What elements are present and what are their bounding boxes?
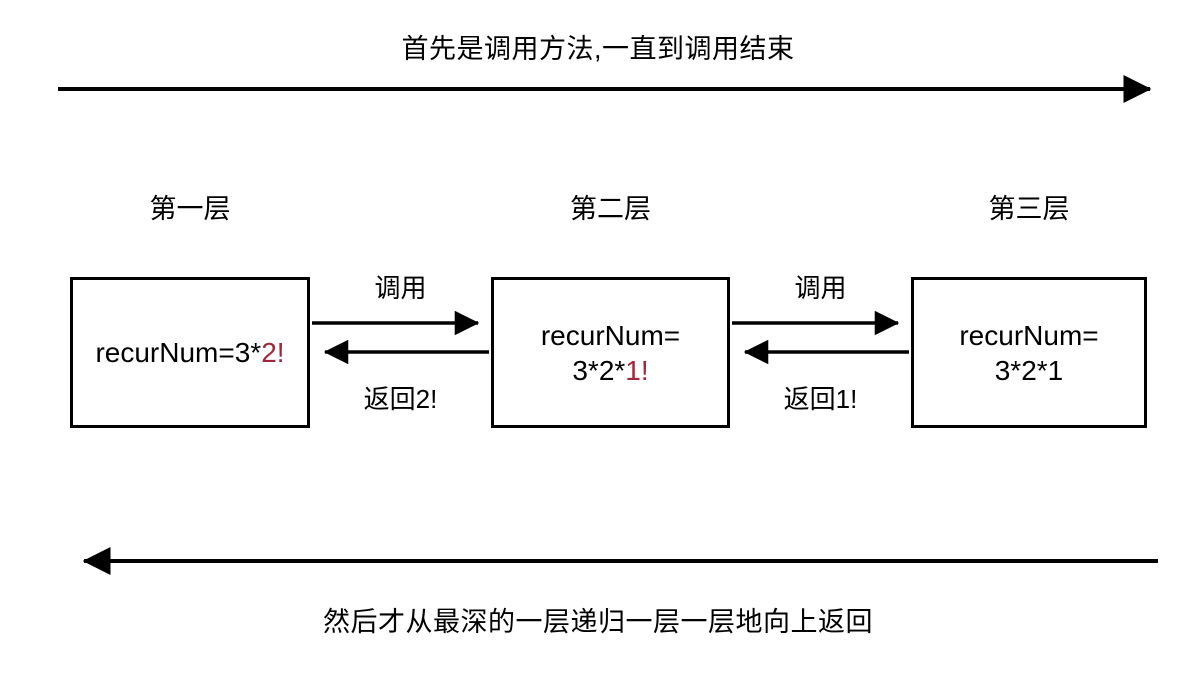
frame-2-line2-red: 1! <box>625 354 649 386</box>
frame-1-line1-black: recurNum=3* <box>95 337 262 368</box>
bottom-caption: 然后才从最深的一层递归一层一层地向上返回 <box>323 607 873 637</box>
edge-label-return-3-2: 返回1! <box>783 384 858 414</box>
frame-3-line1-black: recurNum= <box>959 319 1099 351</box>
recursion-frame-3: recurNum= 3*2*1 <box>911 277 1147 428</box>
frame-3-text: recurNum= 3*2*1 <box>953 318 1104 388</box>
edge-label-call-2-3: 调用 <box>794 273 847 303</box>
frame-2-line2-black: 3*2* <box>572 354 626 386</box>
frame-3-line2-black: 3*2*1 <box>994 354 1064 386</box>
recursion-frame-1: recurNum=3*2! <box>70 277 310 428</box>
frame-2-text: recurNum= 3*2*1! <box>535 318 686 388</box>
top-caption: 首先是调用方法,一直到调用结束 <box>401 34 795 64</box>
frame-2-line1-black: recurNum= <box>540 319 681 351</box>
frame-1-line1-red: 2! <box>261 337 285 368</box>
layer-label-1: 第一层 <box>149 194 231 224</box>
layer-label-3: 第三层 <box>988 194 1070 224</box>
recursion-frame-2: recurNum= 3*2*1! <box>491 277 730 428</box>
edge-label-return-2-1: 返回2! <box>363 384 438 414</box>
frame-1-text: recurNum=3*2! <box>89 335 290 370</box>
edge-label-call-1-2: 调用 <box>374 273 427 303</box>
layer-label-2: 第二层 <box>570 194 651 224</box>
